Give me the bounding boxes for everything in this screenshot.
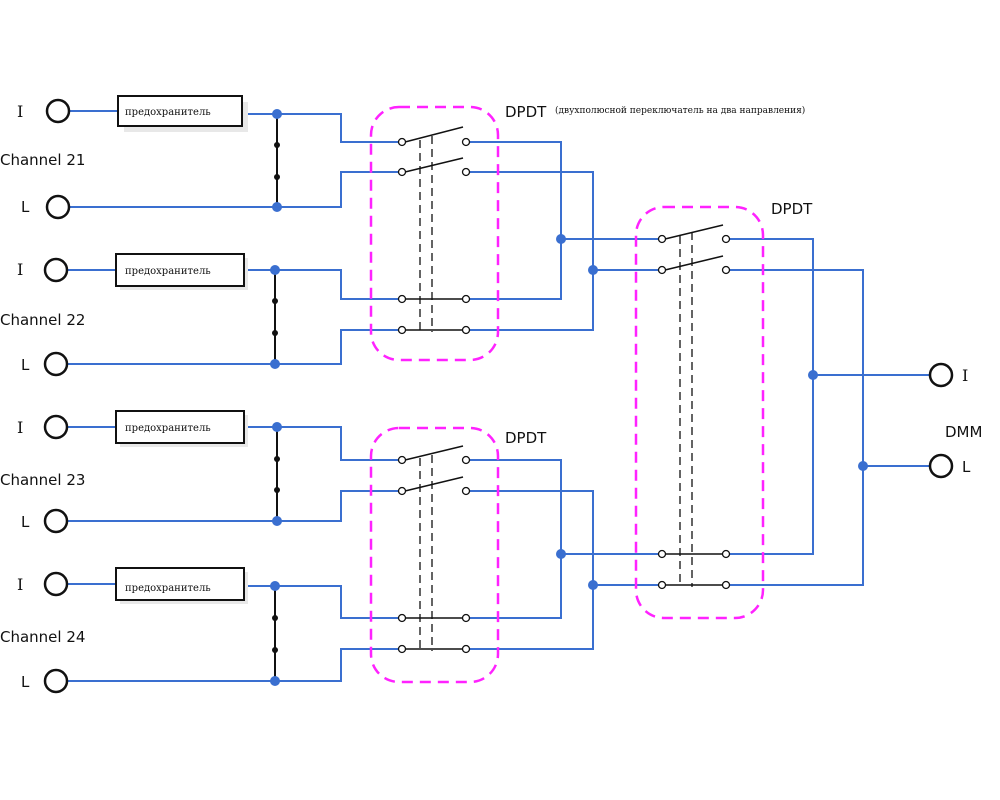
dpdt-outline <box>369 426 500 684</box>
terminal-dmm-i[interactable] <box>928 362 954 388</box>
jumper-pin <box>272 330 278 336</box>
terminal-dmm-l[interactable] <box>928 453 954 479</box>
dpdt-switch-bottom[interactable]: DPDT <box>369 426 547 684</box>
dpdt-note: (двухполюсной переключатель на два напра… <box>555 105 805 116</box>
dmm-label: DMM <box>945 423 982 441</box>
wire-ch23-l <box>68 490 401 522</box>
junction-dot <box>272 516 282 526</box>
fuse-label: предохранитель <box>125 423 211 434</box>
dmm: I DMM L <box>928 362 982 479</box>
jumper-pin <box>274 456 280 462</box>
wires <box>68 110 930 682</box>
fuse-label: предохранитель <box>125 266 211 277</box>
wire-ch24-l <box>68 648 401 682</box>
channel-i-label: I <box>17 260 23 279</box>
channel-22: I Channel 22 L <box>0 257 85 377</box>
channel-l-label: L <box>21 356 30 374</box>
terminal-ch21-l[interactable] <box>45 194 71 220</box>
junctions <box>270 109 868 686</box>
jumper-pin <box>274 174 280 180</box>
dmm-l-label: L <box>962 458 971 476</box>
wire-ch21-i <box>70 110 401 143</box>
wire-ch22-i <box>68 269 401 300</box>
fuse-ch22: предохранитель <box>115 253 248 290</box>
terminal-ch23-l[interactable] <box>43 508 69 534</box>
terminal-ch22-l[interactable] <box>43 351 69 377</box>
wire-bottom-dpdt-out-l <box>466 490 662 650</box>
wire-right-dpdt-out-i <box>726 238 930 555</box>
junction-dot <box>588 265 598 275</box>
junction-dot <box>556 234 566 244</box>
dpdt-outline <box>369 105 500 362</box>
jumper-pin <box>272 615 278 621</box>
channel-i-label: I <box>17 575 23 594</box>
wire-bottom-dpdt-out-i <box>466 459 662 619</box>
wire-right-dpdt-out-l <box>726 269 930 586</box>
jumper-pin <box>272 647 278 653</box>
terminal-ch23-i[interactable] <box>43 414 69 440</box>
wire-top-dpdt-out-i <box>466 141 662 300</box>
wire-ch22-l <box>68 329 401 365</box>
dpdt-switch-top[interactable]: DPDT (двухполюсной переключатель на два … <box>369 103 805 362</box>
junction-dot <box>858 461 868 471</box>
channel-i-label: I <box>17 418 23 437</box>
junction-dot <box>272 109 282 119</box>
dpdt-label: DPDT <box>505 429 547 447</box>
dpdt-label: DPDT <box>771 200 813 218</box>
wire-ch23-i <box>68 426 401 461</box>
junction-dot <box>270 265 280 275</box>
jumper-pin <box>274 142 280 148</box>
dpdt-switch-right[interactable]: DPDT <box>634 200 813 620</box>
junction-dot <box>808 370 818 380</box>
channel-name: Channel 22 <box>0 311 85 329</box>
terminal-ch22-i[interactable] <box>43 257 69 283</box>
fuse-ch21: предохранитель <box>117 95 248 132</box>
wire-ch21-l <box>70 171 401 208</box>
channel-24: I Channel 24 L <box>0 571 85 694</box>
fuse-label: предохранитель <box>125 583 211 594</box>
fuse-ch23: предохранитель <box>115 410 248 447</box>
junction-dot <box>272 422 282 432</box>
dpdt-label: DPDT <box>505 103 547 121</box>
channel-l-label: L <box>21 673 30 691</box>
junction-dot <box>270 581 280 591</box>
fuse-label: предохранитель <box>125 107 211 118</box>
dmm-i-label: I <box>962 366 968 385</box>
junction-dot <box>272 202 282 212</box>
wire-top-dpdt-out-l <box>466 171 662 331</box>
terminal-ch24-i[interactable] <box>43 571 69 597</box>
terminal-ch21-i[interactable] <box>45 98 71 124</box>
channel-l-label: L <box>21 513 30 531</box>
jumpers <box>272 114 280 681</box>
junction-dot <box>588 580 598 590</box>
jumper-pin <box>272 298 278 304</box>
fuse-ch24: предохранитель <box>115 567 248 604</box>
jumper-pin <box>274 487 280 493</box>
channel-name: Channel 21 <box>0 151 85 169</box>
junction-dot <box>270 359 280 369</box>
channel-21: I Channel 21 L <box>0 98 85 220</box>
junction-dot <box>270 676 280 686</box>
channel-23: I Channel 23 L <box>0 414 85 534</box>
dpdt-outline <box>634 205 765 620</box>
junction-dot <box>556 549 566 559</box>
channel-l-label: L <box>21 198 30 216</box>
channel-name: Channel 23 <box>0 471 85 489</box>
terminal-ch24-l[interactable] <box>43 668 69 694</box>
channel-i-label: I <box>17 102 23 121</box>
channel-name: Channel 24 <box>0 628 85 646</box>
